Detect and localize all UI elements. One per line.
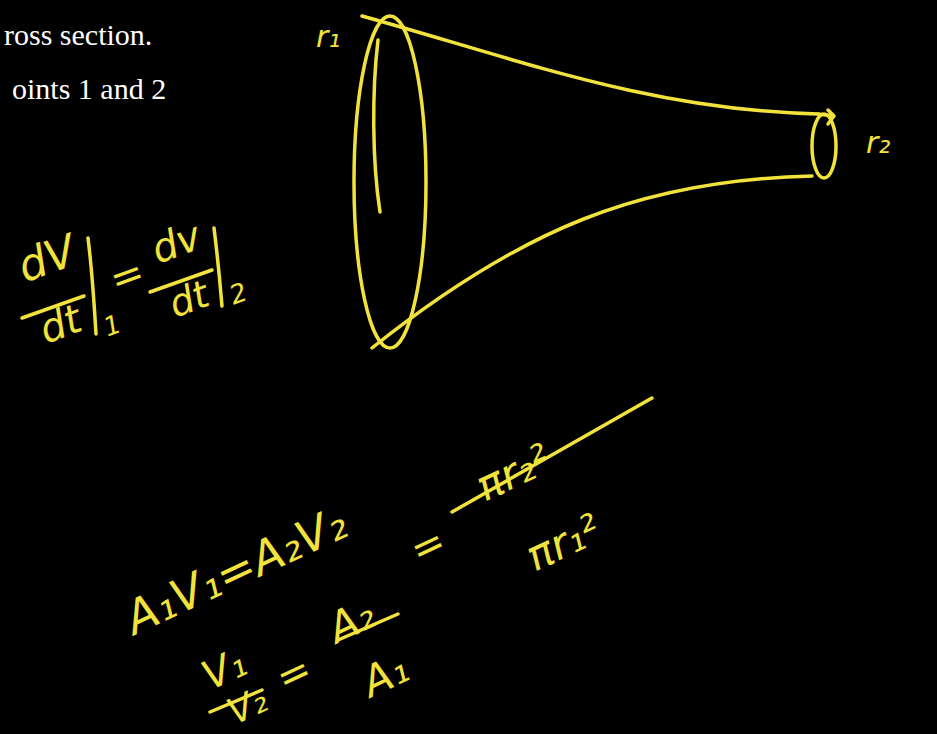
evaluation-bar [214,228,222,306]
heading-fragment: oints 1 and 2 [12,74,166,104]
narrow-end-ellipse [812,114,836,178]
denominator: πr₁² [520,508,607,578]
narrow-end-tick [818,110,834,124]
numerator: πr₂² [470,438,557,508]
radius-label: r₁ [316,22,340,52]
equals-sign: = [270,648,317,698]
numerator: dV [12,228,82,289]
denominator: dt [34,298,86,350]
inner-stroke [374,40,380,212]
fraction-line [452,398,652,512]
heading-fragment: ross section. [4,20,152,50]
numerator: A₂ [322,593,381,650]
denominator: A₁ [356,647,415,704]
numerator: dv [146,215,206,269]
subscript: 2 [226,278,250,308]
equals-sign: = [404,520,451,570]
subscript: 1 [100,310,124,340]
wide-end-ellipse [354,16,426,348]
continuity-equation: A₁V₁=A₂V₂ [118,499,353,641]
evaluation-bar [88,238,96,334]
funnel-bottom-edge [372,176,812,348]
equals-sign: = [104,251,149,300]
radius-label: r₂ [866,128,890,158]
funnel-top-edge [362,16,818,114]
denominator: dt [164,275,214,324]
denominator: V₂ [222,682,273,731]
